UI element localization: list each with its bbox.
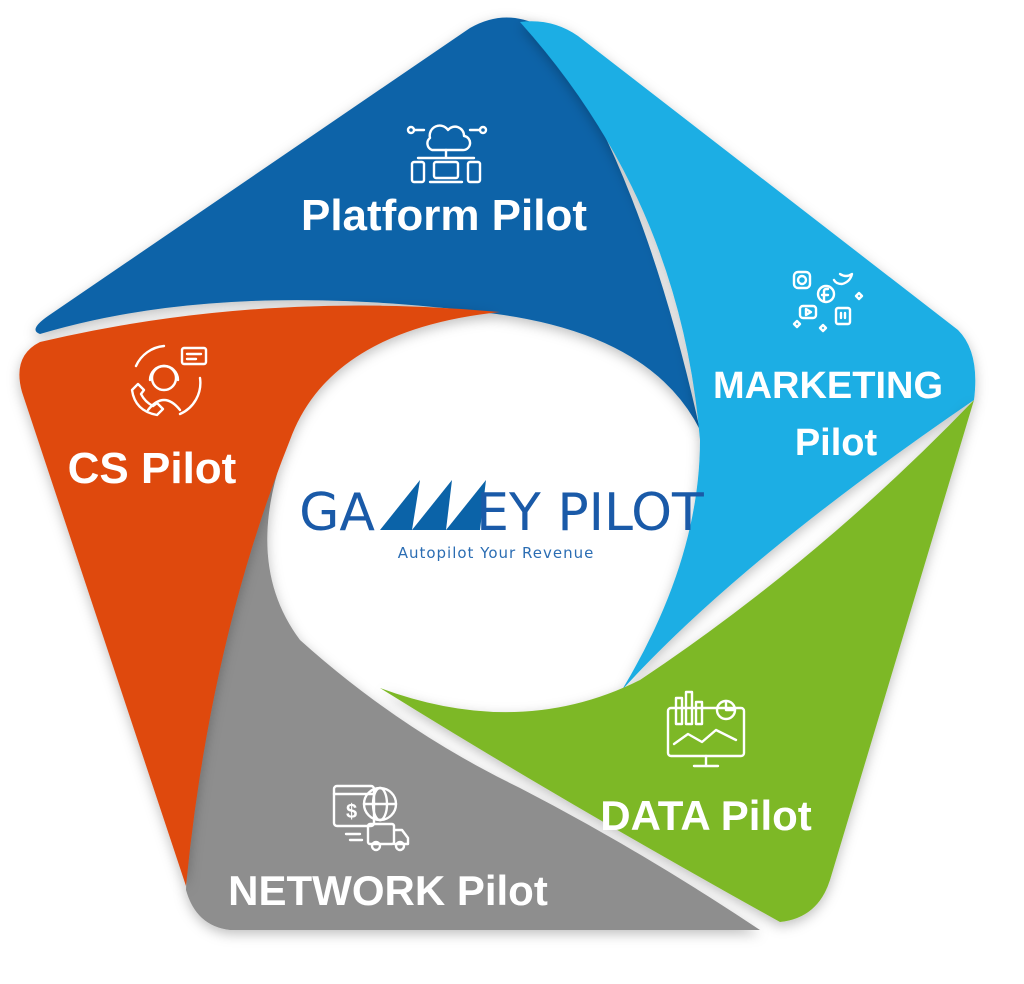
data-pilot-label: DATA Pilot (600, 792, 812, 839)
customer-support-icon (130, 344, 208, 417)
network-pilot-label: NETWORK Pilot (228, 867, 548, 914)
segment-network (186, 436, 760, 930)
segment-cs (19, 305, 501, 886)
logo-text-left: GA (299, 483, 375, 543)
svg-text:$: $ (346, 801, 357, 823)
marketing-pilot-label-line2: Pilot (795, 422, 878, 464)
global-delivery-icon: $ (332, 784, 410, 852)
logo-tagline: Autopilot Your Revenue (398, 544, 595, 562)
brand-logo: GA EY PILOT Autopilot Your Revenue (299, 480, 704, 562)
logo-text-right: EY PILOT (476, 483, 704, 543)
cs-pilot-label: CS Pilot (68, 444, 237, 493)
sail-mark-icon (380, 480, 486, 530)
segment-marketing (520, 21, 976, 691)
cloud-network-icon (406, 124, 488, 184)
segment-platform (35, 17, 700, 430)
social-media-icon (792, 270, 864, 333)
marketing-pilot-label-line1: MARKETING (713, 365, 943, 407)
analytics-monitor-icon (666, 690, 746, 768)
segment-data (380, 400, 974, 922)
platform-pilot-label: Platform Pilot (301, 191, 587, 240)
